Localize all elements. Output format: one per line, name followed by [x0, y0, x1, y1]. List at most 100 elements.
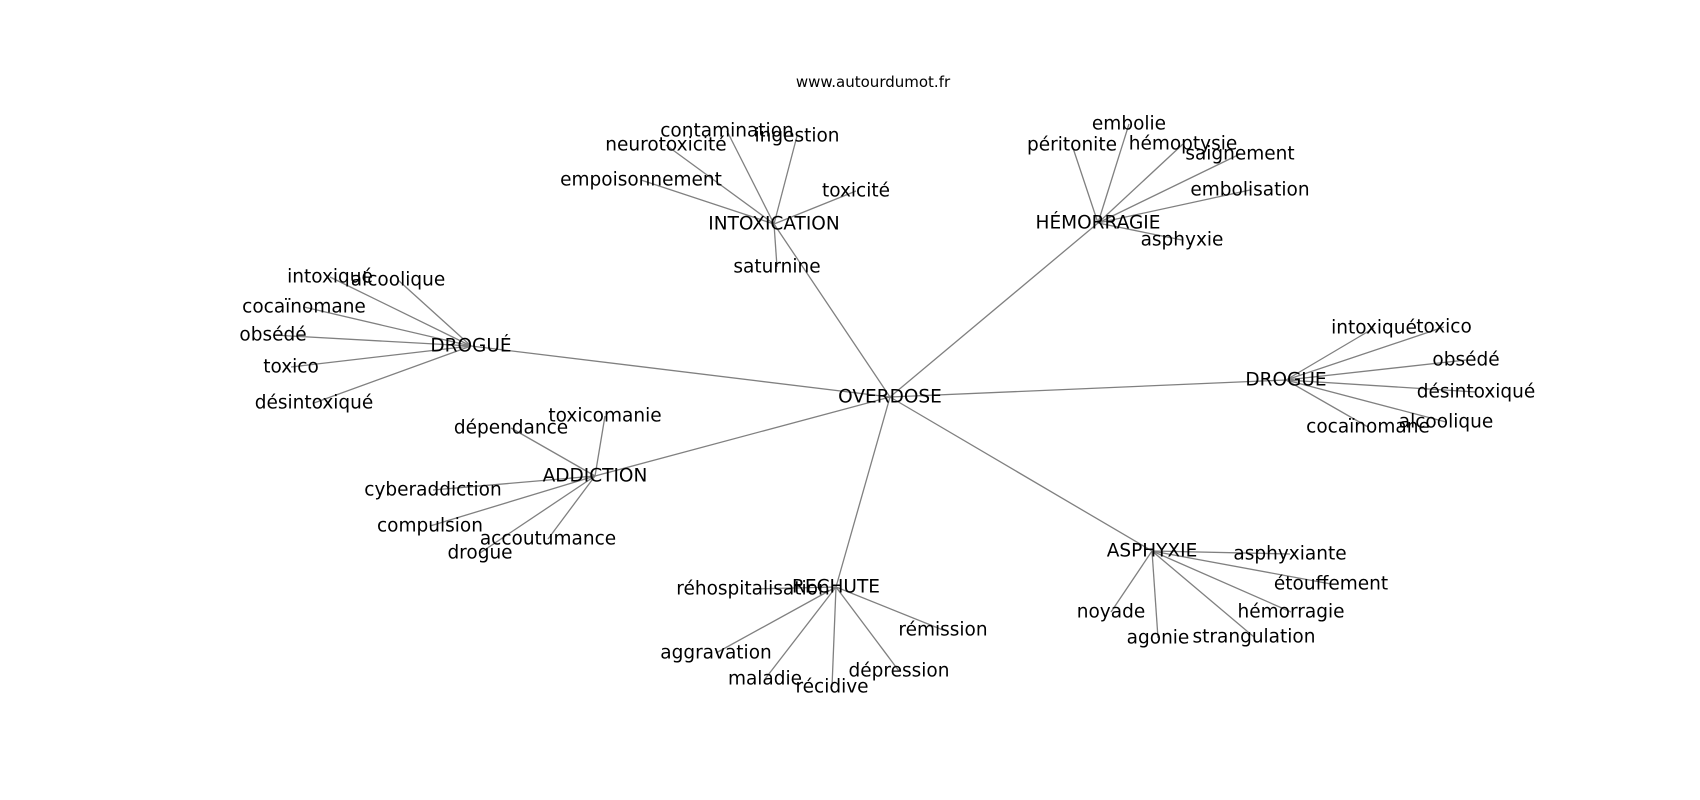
leaf-addiction-compulsion[interactable]: compulsion [377, 516, 483, 537]
leaf-asphyxie-agonie[interactable]: agonie [1127, 628, 1190, 649]
edge-asphyxie-strangulation [1151, 550, 1255, 638]
group-node-drogue[interactable]: DROGUE [1245, 370, 1326, 391]
leaf-drogue-cocainomane[interactable]: cocaïnomane [242, 297, 366, 318]
leaf-drogue-obsede[interactable]: obsédé [1432, 350, 1499, 371]
edge-hemorragie-hemoptysie [1097, 143, 1184, 224]
edge-addiction-compulsion [429, 475, 596, 527]
leaf-rechute-rehospitalisation[interactable]: réhospitalisation [676, 579, 829, 600]
edge-intoxication-neurotoxicite [665, 144, 775, 225]
leaf-drogue-desintoxique[interactable]: désintoxiqué [255, 393, 374, 414]
leaf-asphyxie-noyade[interactable]: noyade [1077, 602, 1145, 623]
leaf-rechute-maladie[interactable]: maladie [728, 669, 802, 690]
edge-addiction-dependance [510, 427, 596, 477]
edge-center-asphyxie [889, 396, 1153, 552]
leaf-hemorragie-asphyxie[interactable]: asphyxie [1141, 230, 1224, 251]
leaf-hemorragie-hemoptysie[interactable]: hémoptysie [1129, 134, 1238, 155]
edge-asphyxie-hemorragie [1151, 550, 1292, 613]
edge-addiction-accoutumance [547, 475, 596, 540]
edge-drogue-toxico [1285, 326, 1445, 381]
group-node-hemorragie[interactable]: HÉMORRAGIE [1036, 212, 1161, 234]
leaf-addiction-drogue[interactable]: drogue [447, 543, 512, 564]
leaf-drogue-obsede[interactable]: obsédé [239, 325, 306, 346]
edges-layer [272, 123, 1477, 688]
leaf-intoxication-contamination[interactable]: contamination [660, 121, 793, 142]
leaf-rechute-depression[interactable]: dépression [849, 661, 950, 682]
edge-drogue-obsede [272, 334, 472, 347]
edge-center-drogue [889, 379, 1287, 398]
edge-drogue-desintoxique [313, 345, 472, 404]
edge-center-intoxication [773, 223, 891, 398]
group-node-rechute[interactable]: RECHUTE [792, 577, 880, 598]
edge-center-hemorragie [889, 222, 1099, 398]
leaf-drogue-alcoolique[interactable]: alcoolique [351, 270, 445, 291]
leaf-rechute-recidive[interactable]: récidive [795, 677, 868, 698]
edge-drogue-toxico [290, 345, 472, 368]
leaf-asphyxie-strangulation[interactable]: strangulation [1193, 627, 1316, 648]
group-node-intoxication[interactable]: INTOXICATION [708, 214, 839, 235]
edge-intoxication-saturnine [773, 223, 778, 268]
edge-hemorragie-saignement [1097, 153, 1241, 224]
group-node-drogue[interactable]: DROGUÉ [430, 335, 511, 357]
leaf-asphyxie-asphyxiante[interactable]: asphyxiante [1233, 544, 1346, 565]
edge-hemorragie-asphyxie [1097, 222, 1183, 241]
edge-drogue-cocainomane [303, 306, 472, 347]
edge-drogue-intoxique [1285, 327, 1375, 381]
leaf-addiction-accoutumance[interactable]: accoutumance [480, 529, 616, 550]
edge-intoxication-toxicite [773, 190, 857, 225]
leaf-intoxication-empoisonnement[interactable]: empoisonnement [560, 170, 722, 191]
edge-addiction-cyberaddiction [432, 475, 596, 491]
center-word[interactable]: OVERDOSE [838, 387, 942, 408]
edge-intoxication-contamination [726, 130, 775, 225]
leaf-rechute-aggravation[interactable]: aggravation [660, 643, 772, 664]
leaf-asphyxie-etouffement[interactable]: étouffement [1274, 574, 1388, 595]
edge-hemorragie-embolisation [1097, 189, 1251, 224]
edge-intoxication-ingestion [773, 135, 798, 225]
leaf-drogue-toxico[interactable]: toxico [1416, 317, 1472, 338]
edge-drogue-alcoolique [397, 279, 472, 347]
edge-asphyxie-agonie [1151, 550, 1159, 639]
edge-intoxication-empoisonnement [640, 179, 775, 225]
edge-addiction-toxicomanie [594, 415, 606, 477]
edge-asphyxie-etouffement [1151, 550, 1332, 585]
site-url: www.autourdumot.fr [796, 73, 951, 91]
edge-rechute-recidive [831, 586, 837, 688]
leaf-intoxication-saturnine[interactable]: saturnine [733, 257, 820, 278]
leaf-intoxication-neurotoxicite[interactable]: neurotoxicité [605, 135, 726, 156]
edge-asphyxie-noyade [1110, 550, 1153, 613]
leaf-hemorragie-saignement[interactable]: saignement [1185, 144, 1294, 165]
leaf-intoxication-ingestion[interactable]: ingestion [754, 126, 839, 147]
edge-rechute-aggravation [715, 586, 837, 654]
leaf-drogue-intoxique[interactable]: intoxiqué [287, 267, 373, 288]
leaf-drogue-cocainomane[interactable]: cocaïnomane [1306, 417, 1430, 438]
leaf-addiction-dependance[interactable]: dépendance [454, 418, 568, 439]
edge-drogue-obsede [1285, 359, 1467, 381]
leaf-addiction-toxicomanie[interactable]: toxicomanie [548, 406, 661, 427]
leaf-drogue-alcoolique[interactable]: alcoolique [1399, 412, 1493, 433]
edge-drogue-cocainomane [1285, 379, 1369, 428]
edge-rechute-maladie [764, 586, 837, 680]
edge-center-drogue [470, 345, 891, 398]
edge-drogue-alcoolique [1285, 379, 1447, 423]
edge-drogue-intoxique [329, 276, 472, 347]
edge-center-addiction [594, 396, 891, 477]
edge-asphyxie-asphyxiante [1151, 550, 1291, 555]
edge-addiction-drogue [479, 475, 596, 554]
leaf-rechute-remission[interactable]: rémission [898, 620, 987, 641]
leaf-asphyxie-hemorragie[interactable]: hémorragie [1238, 602, 1345, 623]
edge-hemorragie-embolie [1097, 123, 1130, 224]
labels-layer: www.autourdumot.fr OVERDOSE INTOXICATION c… [239, 73, 1535, 698]
leaf-addiction-cyberaddiction[interactable]: cyberaddiction [364, 480, 501, 501]
group-node-asphyxie[interactable]: ASPHYXIE [1107, 541, 1198, 562]
edge-rechute-rehospitalisation [752, 586, 837, 590]
edge-rechute-remission [835, 586, 944, 631]
leaf-hemorragie-embolisation[interactable]: embolisation [1190, 180, 1309, 201]
leaf-drogue-intoxique[interactable]: intoxiqué [1331, 318, 1417, 339]
group-node-addiction[interactable]: ADDICTION [543, 466, 648, 487]
leaf-hemorragie-embolie[interactable]: embolie [1092, 114, 1166, 135]
leaf-drogue-toxico[interactable]: toxico [263, 357, 319, 378]
leaf-intoxication-toxicite[interactable]: toxicité [822, 181, 890, 202]
leaf-drogue-desintoxique[interactable]: désintoxiqué [1417, 382, 1536, 403]
leaf-hemorragie-peritonite[interactable]: péritonite [1027, 135, 1117, 156]
edge-hemorragie-peritonite [1071, 144, 1099, 224]
